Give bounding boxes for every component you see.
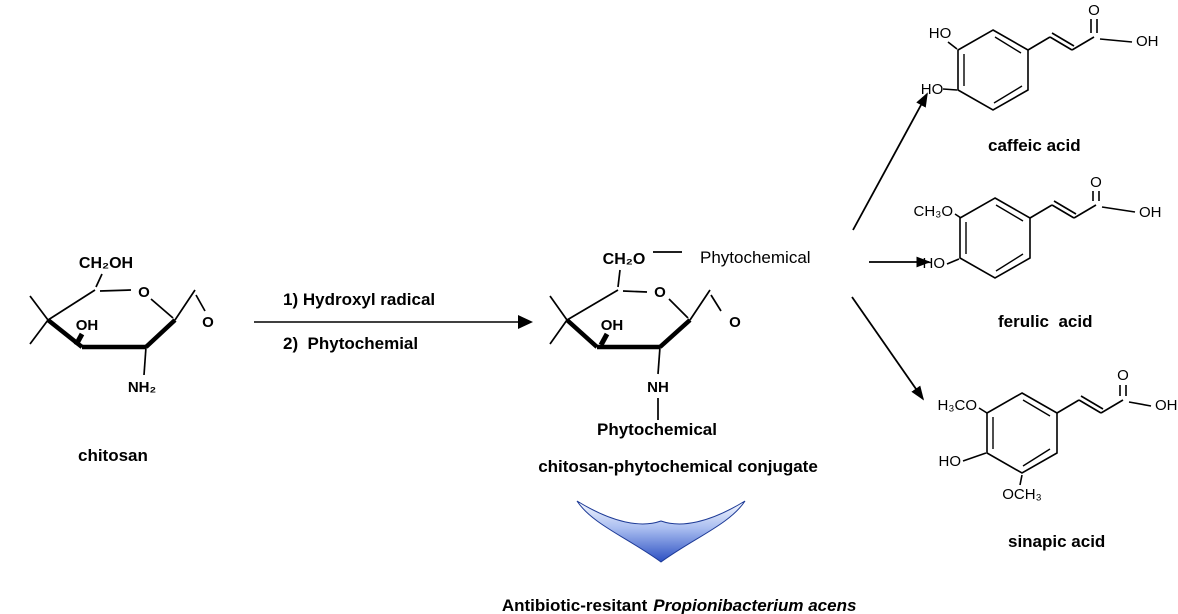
impact-arrow [576, 500, 746, 563]
methoxy-label: CH₃O [914, 203, 953, 220]
benzene-ring [957, 29, 1029, 111]
substituent-bonds [942, 19, 1133, 91]
methoxy-top-label: H₃CO [938, 397, 977, 414]
oh-atom-label: OH [601, 317, 624, 334]
arrow-to-caffeic-acid [852, 92, 928, 231]
target-organism-name: Propionibacterium acens [653, 595, 857, 614]
oh-atom-label: OH [76, 317, 99, 334]
carbonyl-oxygen-label: O [1117, 367, 1129, 384]
sinapic-acid-structure: H₃CO HO OCH₃ O OH [938, 367, 1178, 503]
substituent-bonds [946, 191, 1136, 265]
acid-oh-label: OH [1155, 397, 1178, 414]
ring-oxygen-label: O [654, 284, 666, 301]
caffeic-acid-label: caffeic acid [988, 136, 1081, 155]
ferulic-acid-structure: CH₃O HO O OH [914, 174, 1162, 279]
phytochemical-bottom-label: Phytochemical [597, 420, 717, 439]
reaction-arrowhead-icon [518, 315, 533, 329]
down-arrow-icon [576, 500, 746, 563]
target-organism-line: Antibiotic-resitant Propionibacterium ace… [430, 578, 910, 614]
reaction-step-2: 2) Phytochemial [283, 334, 419, 353]
arrow-to-sinapic-acid [851, 296, 925, 401]
benzene-ring [986, 392, 1058, 474]
phytochemical-top-label: Phytochemical [700, 248, 811, 267]
nh-atom-label: NH [647, 379, 669, 396]
conjugate-structure: CH₂O O O OH NH [549, 251, 741, 420]
acid-oh-label: OH [1136, 33, 1159, 50]
benzene-double-bonds [965, 204, 1024, 272]
benzene-ring [959, 197, 1031, 279]
caffeic-acid-structure: HO HO O OH [921, 2, 1159, 111]
hydroxy-label: HO [939, 453, 962, 470]
substituent-bonds [962, 385, 1152, 486]
conjugate-ring-bonds [549, 251, 722, 420]
ch2o-atom-label: CH₂O [603, 251, 646, 268]
methoxy-bottom-label: OCH₃ [1002, 486, 1041, 503]
nh2-atom-label: NH₂ [128, 379, 156, 396]
carbonyl-oxygen-label: O [1090, 174, 1102, 191]
carbonyl-oxygen-label: O [1088, 2, 1100, 19]
sinapic-acid-label: sinapic acid [1008, 532, 1106, 551]
benzene-double-bonds [963, 36, 1023, 104]
ho-bottom-label: HO [921, 81, 944, 98]
chitosan-structure: CH₂OH O O OH NH₂ [29, 255, 214, 396]
ring-oxygen-label: O [138, 284, 150, 301]
acid-oh-label: OH [1139, 204, 1162, 221]
chitosan-ring-bonds [29, 273, 206, 376]
glycosidic-oxygen-label: O [202, 314, 214, 331]
conjugate-label: chitosan-phytochemical conjugate [538, 457, 818, 476]
ho-top-label: HO [929, 25, 952, 42]
target-prefix: Antibiotic-resitant [501, 595, 648, 614]
hydroxy-label: HO [923, 255, 946, 272]
ch2oh-atom-label: CH₂OH [79, 255, 133, 272]
benzene-double-bonds [992, 399, 1051, 467]
reaction-step-1: 1) Hydroxyl radical [283, 290, 436, 309]
phytochemical-fan-arrows [851, 92, 931, 401]
glycosidic-oxygen-label: O [729, 314, 741, 331]
reaction-arrow [254, 315, 533, 329]
chitosan-label: chitosan [78, 446, 148, 465]
ferulic-acid-label: ferulic acid [998, 312, 1093, 331]
